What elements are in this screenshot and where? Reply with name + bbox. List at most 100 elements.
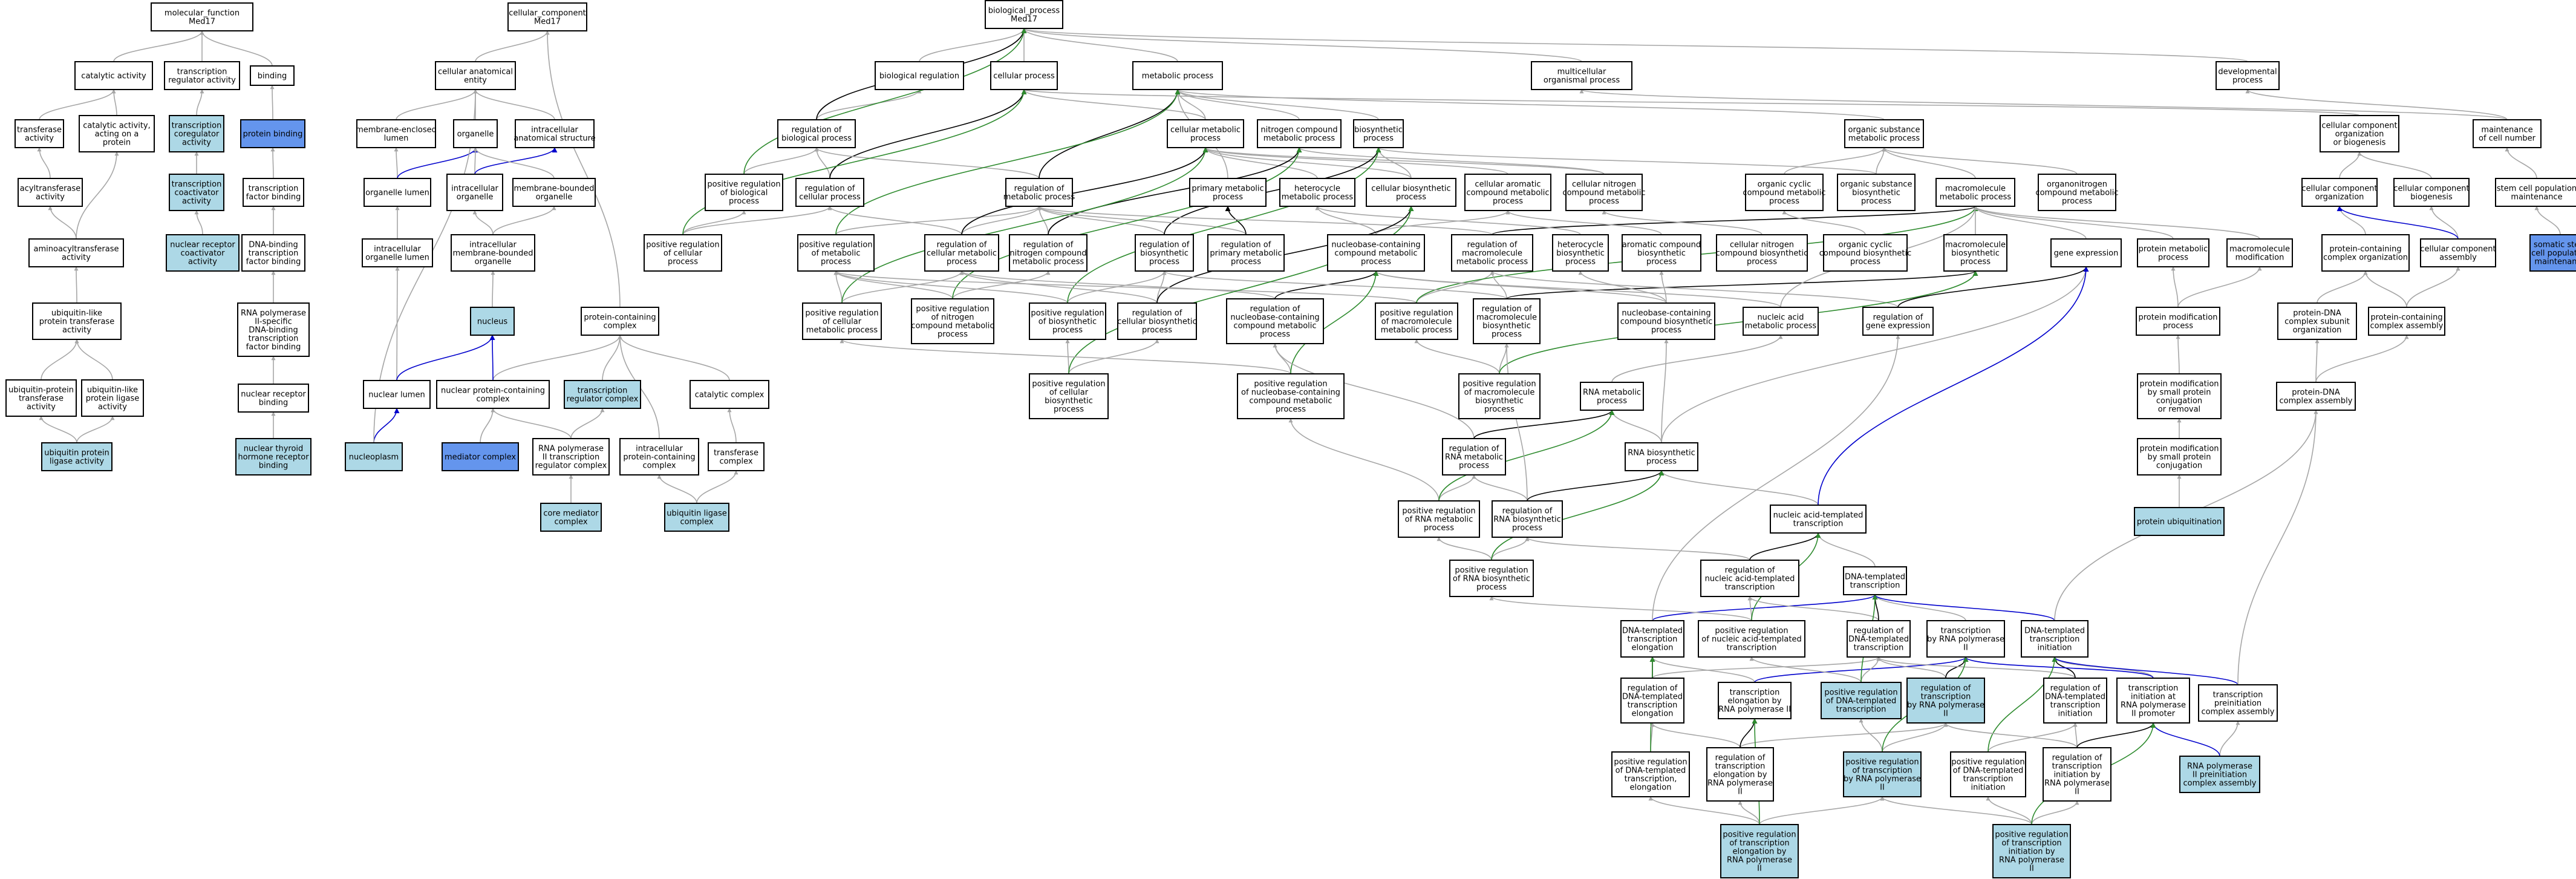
node-geneexp[interactable]: gene expression	[2050, 238, 2122, 267]
node-bioreg[interactable]: biological regulation	[875, 61, 964, 90]
node-catcomplex[interactable]: catalytic complex	[690, 380, 769, 409]
node-nuclumen[interactable]: nuclear lumen	[363, 380, 431, 409]
node-mediator[interactable]: mediator complex	[442, 442, 519, 471]
node-binding[interactable]: binding	[250, 65, 295, 86]
node-cellproc[interactable]: cellular process	[990, 61, 1058, 90]
node-catalytic[interactable]: catalytic activity	[74, 61, 153, 90]
node-protbind[interactable]: protein binding	[240, 119, 305, 148]
node-nucleus[interactable]: nucleus	[470, 307, 515, 336]
